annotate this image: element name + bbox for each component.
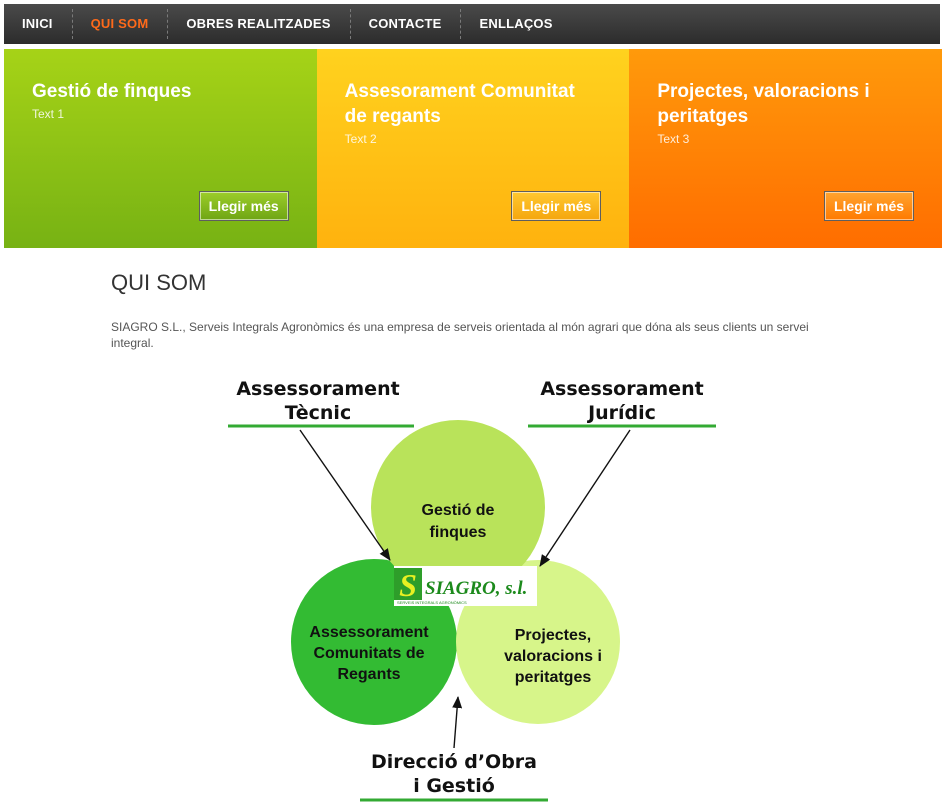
circle-gestio-finques <box>371 420 545 594</box>
banner-text: Text 1 <box>32 107 65 121</box>
read-more-button[interactable]: Llegir més <box>823 191 915 221</box>
label-tecnic-line-2: Tècnic <box>285 402 351 424</box>
nav-item-contacte[interactable]: CONTACTE <box>349 4 461 44</box>
read-more-button[interactable]: Llegir més <box>198 191 289 221</box>
banner-assessorament-regants: Assesorament Comunitat de regants Text 2… <box>316 49 630 248</box>
nav-item-enllacos[interactable]: ENLLAÇOS <box>460 4 571 44</box>
label-direccio-line-1: Direcció d’Obra <box>371 751 537 773</box>
circle-right-line-1: Projectes, <box>515 627 591 644</box>
label-tecnic-line-1: Assessorament <box>236 378 399 400</box>
logo-text: SIAGRO, s.l. <box>425 578 527 599</box>
svg-text:S: S <box>399 567 417 603</box>
services-diagram-svg: S SIAGRO, s.l. SERVEIS INTEGRALS AGRONÒM… <box>228 378 716 802</box>
main-nav: INICI QUI SOM OBRES REALITZADES CONTACTE… <box>4 4 940 44</box>
circle-top-line-2: finques <box>430 524 487 541</box>
nav-item-inici[interactable]: INICI <box>22 16 53 31</box>
siagro-logo: S SIAGRO, s.l. SERVEIS INTEGRALS AGRONÒM… <box>394 566 537 606</box>
banner-gestio-finques: Gestió de finques Text 1 Llegir més <box>4 49 317 248</box>
circle-left-line-1: Assessorament <box>309 624 429 641</box>
banner-text: Text 3 <box>657 132 690 146</box>
banner-title: Assesorament Comunitat de regants <box>344 81 575 127</box>
page-title: QUI SOM <box>111 270 207 295</box>
logo-subtext: SERVEIS INTEGRALS AGRONÒMICS <box>397 600 467 605</box>
circle-top-line-1: Gestió de <box>422 502 495 519</box>
label-juridic-line-2: Jurídic <box>586 402 656 424</box>
services-diagram: S SIAGRO, s.l. SERVEIS INTEGRALS AGRONÒM… <box>222 372 722 804</box>
arrow-juridic <box>539 429 631 567</box>
banner-projectes: Projectes, valoracions i peritatges Text… <box>629 49 943 248</box>
feature-banners: Gestió de finques Text 1 Llegir més Asse… <box>4 49 943 248</box>
intro-paragraph: SIAGRO S.L., Serveis Integrals Agronòmic… <box>111 320 809 350</box>
circle-left-line-3: Regants <box>337 666 400 683</box>
circle-left-line-2: Comunitats de <box>313 645 424 662</box>
circle-right-line-3: peritatges <box>515 669 592 686</box>
nav-item-qui-som[interactable]: QUI SOM <box>71 4 168 44</box>
banner-title: Projectes, valoracions i peritatges <box>657 81 870 127</box>
label-direccio-line-2: i Gestió <box>413 775 495 797</box>
circle-right-line-2: valoracions i <box>504 648 602 665</box>
label-juridic-line-1: Assessorament <box>540 378 703 400</box>
banner-title: Gestió de finques <box>32 81 192 102</box>
read-more-button[interactable]: Llegir més <box>511 191 602 221</box>
arrow-tecnic <box>299 429 391 561</box>
banner-text: Text 2 <box>344 132 377 146</box>
nav-item-obres-realitzades[interactable]: OBRES REALITZADES <box>167 4 349 44</box>
arrow-direccio <box>452 696 463 749</box>
